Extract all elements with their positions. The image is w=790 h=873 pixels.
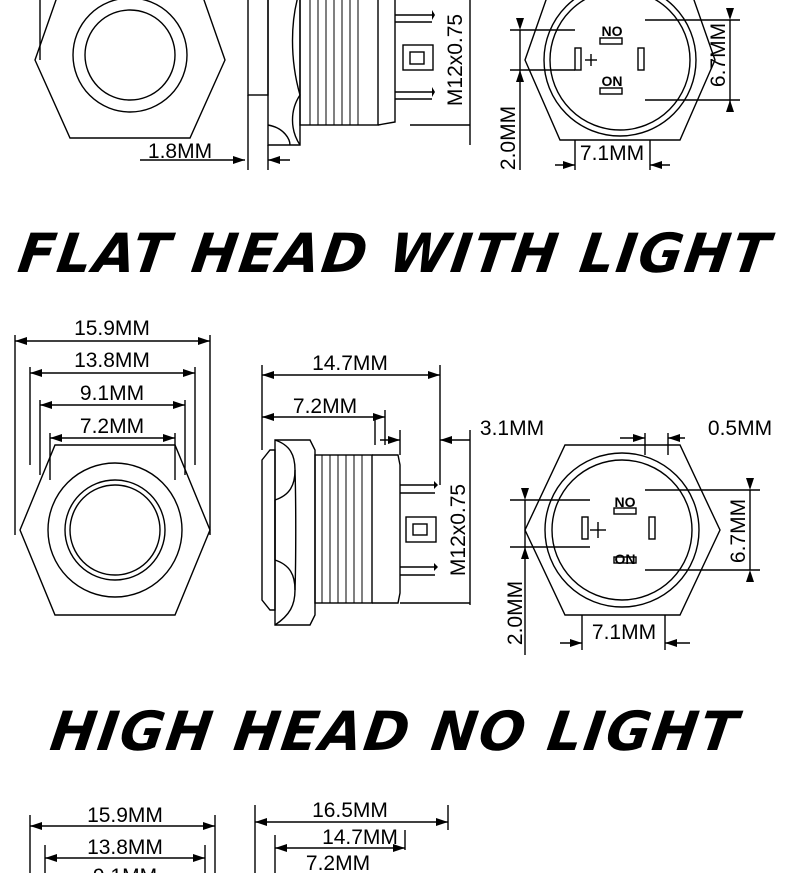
top-rear-hex [524,0,716,141]
top-partial-drawings: 1.8MM M12x0.75 2.0MM 7.1MM 6.7MM NO ON [34,0,740,170]
heading-flat-head-with-light: FLAT HEAD WITH LIGHT [14,222,776,285]
flat-front-outer-ring [47,462,183,598]
flat-dim-head-depth: 7.2MM [293,395,357,418]
top-side-pin-tab [402,44,434,71]
top-side-thread-body [299,0,379,126]
high-dim-outer: 15.9MM [87,804,163,827]
flat-head-light-drawings: 15.9MM 13.8MM 9.1MM 7.2MM 14.7MM 7.2MM 3… [14,317,772,655]
flat-terminal-no: NO [615,494,636,510]
flat-rear-hex [524,444,721,616]
high-dim-head-depth: 7.2MM [306,852,370,873]
top-thread-label: M12x0.75 [444,14,467,106]
top-rear-outer-ring [543,0,697,137]
high-dim-body-length: 14.7MM [322,826,398,849]
high-head-drawings: 15.9MM 13.8MM 9.1MM 16.5MM 14.7MM 7.2MM [29,799,449,873]
high-dim-ring: 9.1MM [93,865,157,873]
flat-rear-outer-ring [544,452,700,608]
top-rear-inner-ring [549,0,691,131]
flat-dim-button: 7.2MM [80,415,144,438]
high-dim-total-length: 16.5MM [312,799,388,822]
top-side-flange [247,0,269,96]
top-dim-flange: 1.8MM [148,140,212,163]
flat-dim-pin-offset: 0.5MM [708,417,772,440]
flat-side-head [261,449,276,611]
flat-thread-label: M12x0.75 [447,484,470,576]
flat-rear-inner-ring [551,459,693,601]
flat-dim-pin-height: 6.7MM [727,499,750,563]
flat-dim-outer: 15.9MM [74,317,150,340]
top-terminal-no: NO [602,23,623,39]
flat-dim-body-length: 14.7MM [312,352,388,375]
flat-front-button [69,484,161,576]
top-dim-pin-width: 7.1MM [580,142,644,165]
flat-front-middle-ring [64,479,166,581]
heading-high-head-no-light: HIGH HEAD NO LIGHT [46,700,744,763]
flat-terminal-on: ON [615,551,636,567]
high-dim-hex: 13.8MM [87,836,163,859]
flat-dim-ring: 9.1MM [80,382,144,405]
flat-side-thread-body [314,454,373,604]
flat-dim-pin-length: 3.1MM [480,417,544,440]
flat-dim-pin-spacing: 2.0MM [504,581,527,645]
top-front-inner-ring [84,9,176,101]
top-terminal-on: ON [602,73,623,89]
top-front-outer-ring [72,0,188,113]
flat-dim-pin-width: 7.1MM [592,621,656,644]
flat-dim-hex: 13.8MM [74,349,150,372]
flat-side-pin-tab [405,516,437,543]
top-dim-pin-spacing: 2.0MM [497,106,520,170]
top-front-hex [34,0,226,139]
top-dim-pin-height: 6.7MM [707,23,730,87]
